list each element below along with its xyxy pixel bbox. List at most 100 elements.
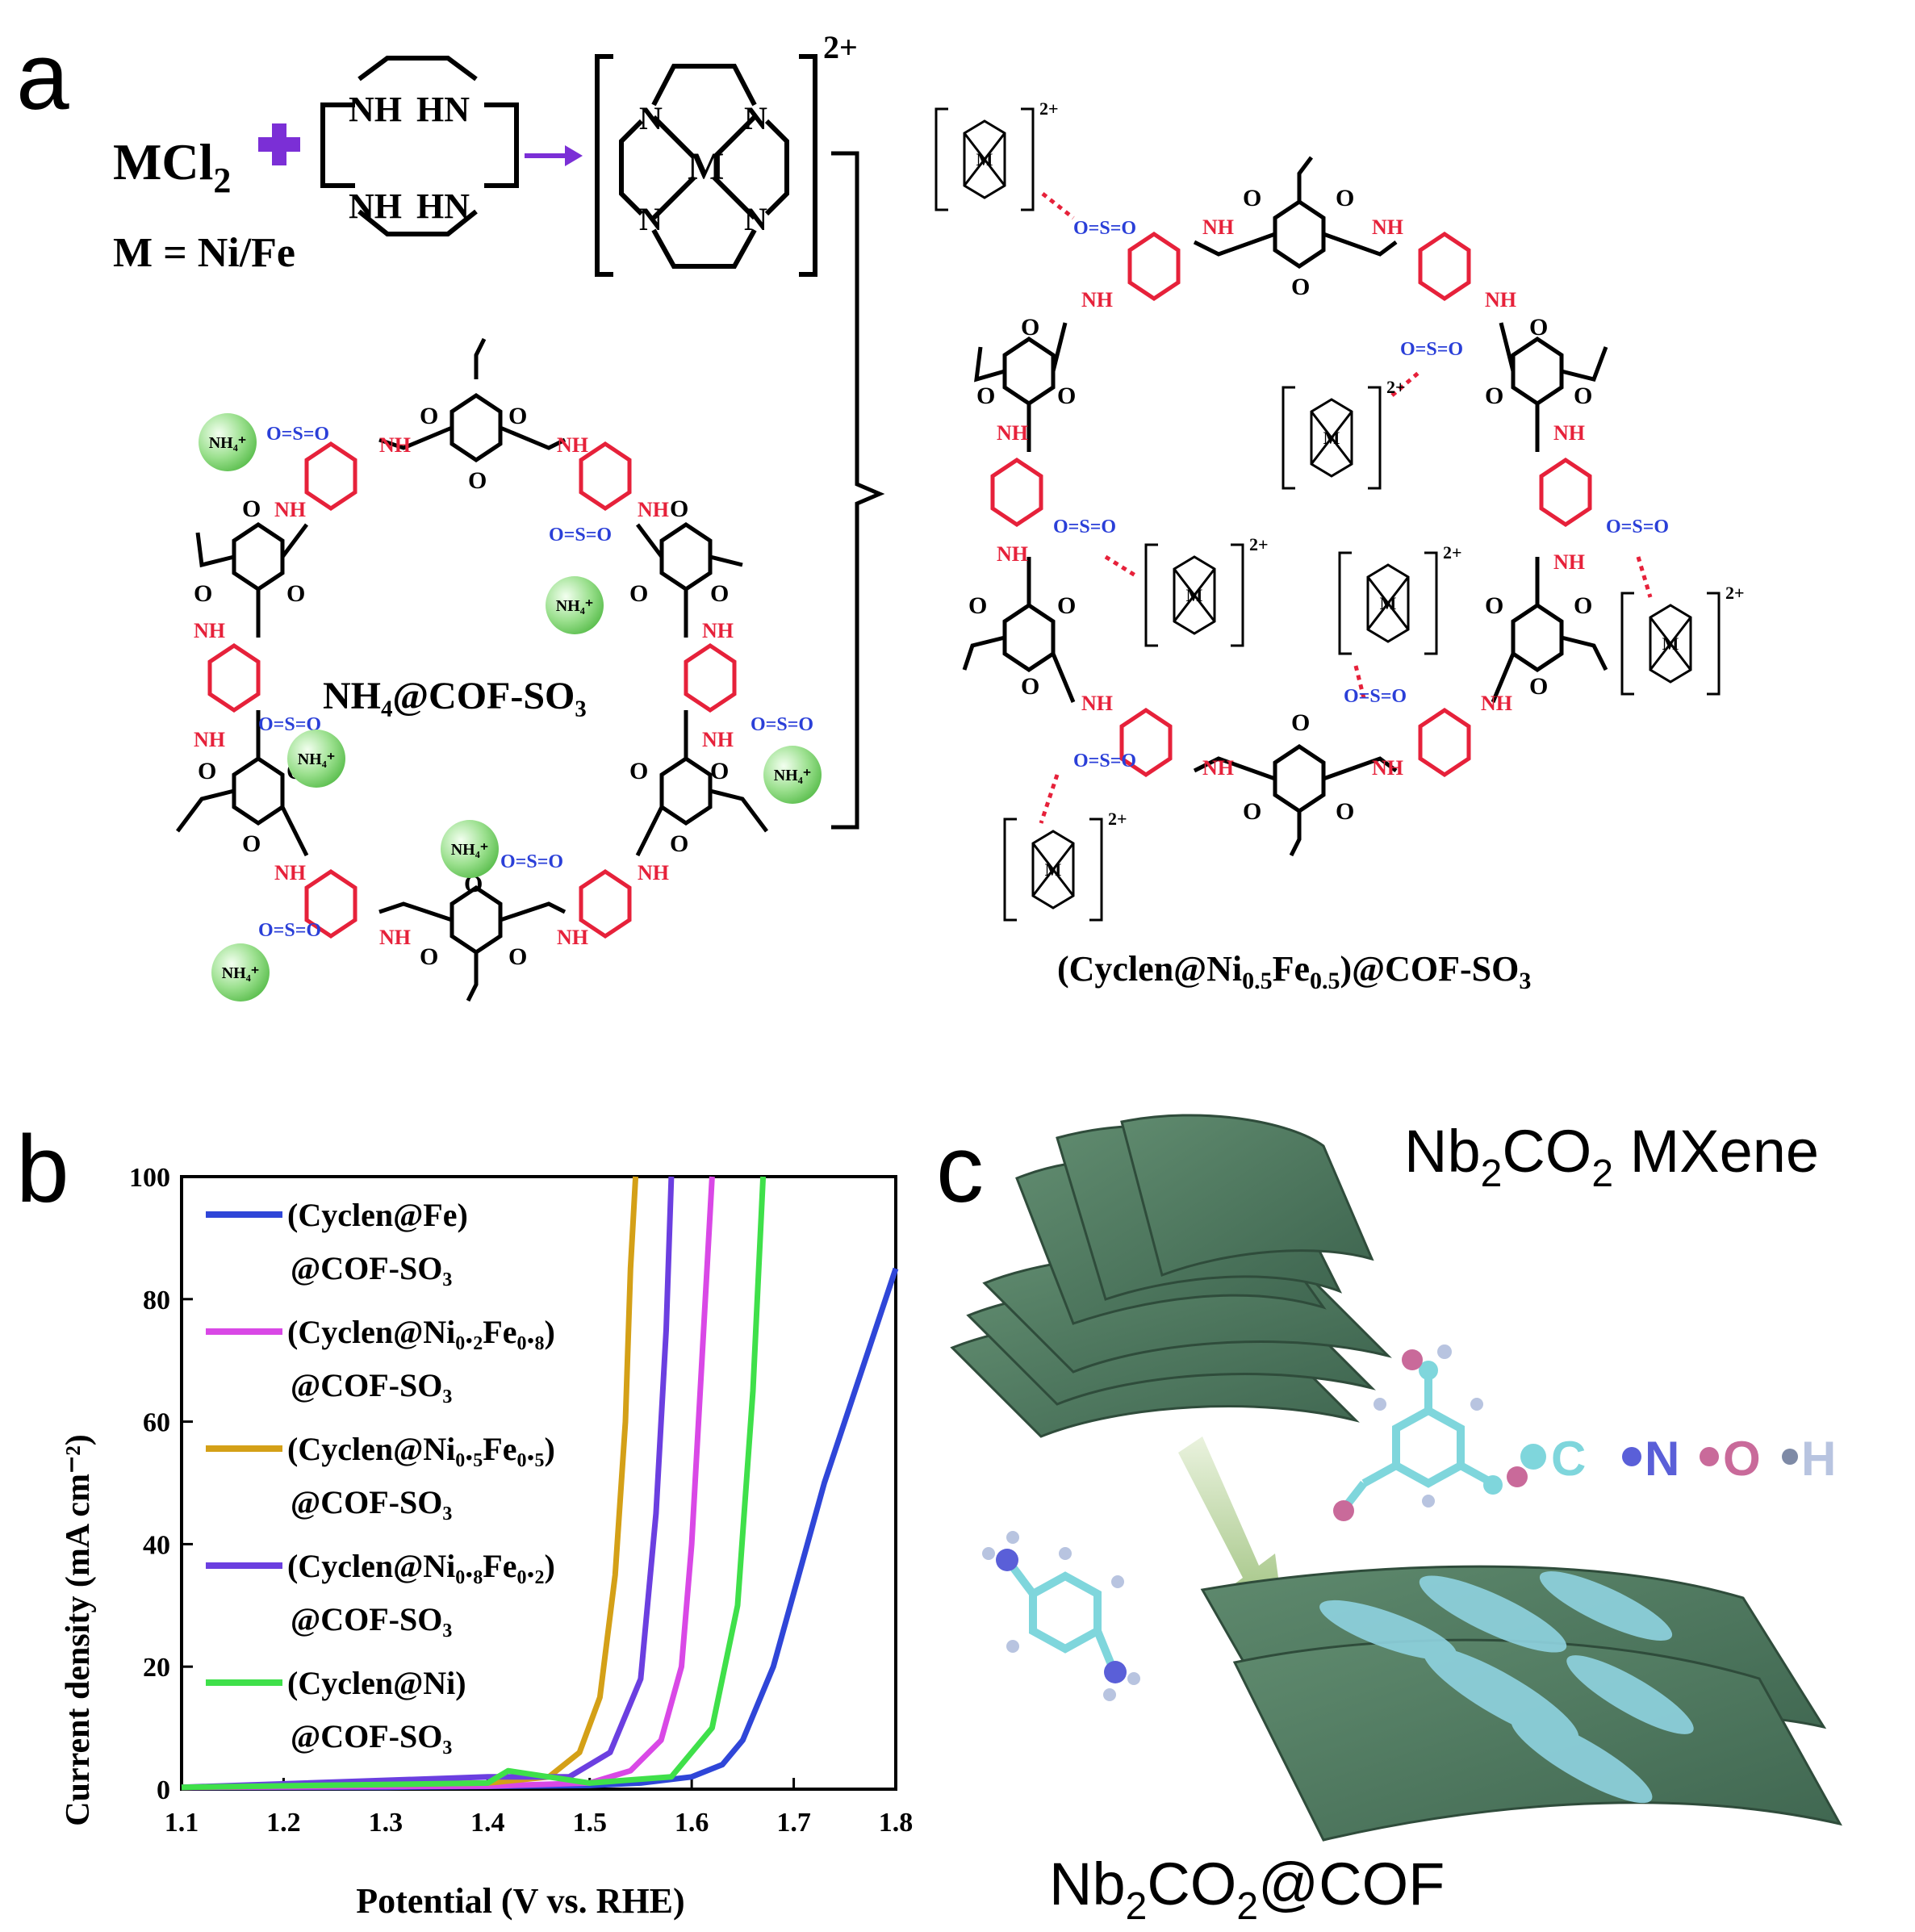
series-line-1 (181, 1176, 715, 1791)
amine-nh: NH (1553, 550, 1585, 574)
metal-complex (595, 54, 817, 277)
complex-metal: M (976, 149, 993, 169)
legend-c: C (1551, 1432, 1586, 1486)
plot-frame (180, 1175, 897, 1791)
complex-charge: 2+ (1443, 542, 1462, 562)
complex-n-3: N (639, 201, 663, 237)
amine-nh: NH (1372, 756, 1403, 780)
amine-nh: NH (702, 728, 734, 751)
aldehyde-monomer (1333, 1344, 1528, 1521)
x-axis-label: Potential (V vs. RHE) (356, 1881, 684, 1921)
nh4-label: NH₄⁺ (298, 751, 336, 768)
complex-metal: M (1323, 428, 1340, 448)
carbonyl-o: O (1574, 383, 1592, 409)
carbonyl-o: O (1529, 314, 1548, 341)
x-tick-label: 1.8 (879, 1808, 914, 1838)
chart-series (181, 1176, 899, 1791)
y-tick-label: 80 (143, 1286, 170, 1315)
metal-definition: M = Ni/Fe (113, 230, 295, 276)
complex-charge: 2+ (1039, 98, 1059, 119)
x-tick-label: 1.5 (572, 1808, 607, 1838)
curly-brace (831, 151, 885, 830)
amine-nh: NH (1553, 421, 1585, 445)
carbonyl-o: O (1021, 673, 1039, 700)
carbonyl-o: O (420, 403, 438, 429)
legend-label: (Cyclen@Ni) (287, 1665, 466, 1701)
carbonyl-o: O (1243, 185, 1261, 211)
carbonyl-o: O (1485, 383, 1503, 409)
amine-nh: NH (379, 433, 411, 457)
amine-nh: NH (1202, 756, 1234, 780)
ammonium-ions (199, 413, 822, 1002)
complex-n-4: N (744, 201, 767, 237)
complex-metal: M (1045, 859, 1062, 880)
carbonyl-o: O (286, 580, 305, 607)
right-cof-framework: O=S=O O=S=O O=S=O O=S=O O=S=O O=S=O NH N… (935, 98, 1745, 994)
amine-nh: NH (1485, 288, 1516, 312)
complex-charge: 2+ (1249, 534, 1269, 554)
carbonyl-o: O (1574, 592, 1592, 619)
carbonyl-o: O (1057, 383, 1076, 409)
carbonyl-o: O (242, 830, 261, 857)
diamine-monomer (982, 1531, 1140, 1701)
y-tick-label: 60 (143, 1408, 170, 1438)
reaction-scheme: MCl2 M = Ni/Fe NH HN NH HN (113, 29, 858, 277)
series-line-4 (181, 1176, 767, 1791)
sulfonate-group: O=S=O (500, 851, 563, 872)
y-tick-label: 0 (157, 1775, 170, 1805)
amine-nh: NH (1481, 692, 1512, 715)
amine-nh: NH (997, 421, 1028, 445)
y-tick-label: 100 (129, 1163, 170, 1193)
sulfonate-group: O=S=O (1606, 516, 1669, 537)
carbonyl-o: O (1336, 798, 1354, 825)
amine-nh: NH (379, 926, 411, 949)
x-tick-label: 1.6 (675, 1808, 709, 1838)
y-tick-label: 40 (143, 1530, 170, 1560)
amine-nh: NH (194, 728, 225, 751)
carbonyl-o: O (1291, 709, 1310, 736)
complex-charge: 2+ (1725, 583, 1745, 603)
ring-hn-1: HN (416, 90, 470, 129)
nh4-label: NH₄⁺ (774, 767, 812, 784)
carbonyl-o: O (670, 830, 688, 857)
carbonyl-o: O (1529, 673, 1548, 700)
sulfonate-group: O=S=O (751, 714, 813, 735)
panel-c-letter: c (936, 1116, 984, 1223)
left-cof-framework: O O O O O O O O O O O O O O O O O O NH N… (176, 337, 822, 1002)
carbonyl-o: O (670, 496, 688, 522)
carbonyl-o: O (1485, 592, 1503, 619)
legend-o: O (1723, 1432, 1761, 1486)
legend-n: N (1645, 1432, 1679, 1486)
composite-label: Nb2CO2@COF (1049, 1850, 1445, 1928)
right-cof-label: (Cyclen@Ni0.5Fe0.5)@COF-SO3 (1057, 949, 1531, 994)
carbonyl-o: O (508, 943, 527, 970)
carbonyl-o: O (1057, 592, 1076, 619)
amine-nh: NH (557, 926, 588, 949)
legend-label-sub: @COF-SO₃ (291, 1250, 452, 1286)
atom-legend: C N O H (1520, 1432, 1836, 1486)
complex-n-1: N (639, 100, 663, 136)
nh4-label: NH₄⁺ (451, 841, 489, 859)
amine-nh: NH (274, 498, 306, 521)
carbonyl-o: O (468, 467, 487, 494)
carbonyl-o: O (420, 943, 438, 970)
amine-nh: NH (1202, 215, 1234, 239)
legend-label: (Cyclen@Ni₀.₈Fe₀.₂) (287, 1548, 555, 1584)
y-tick-label: 20 (143, 1653, 170, 1683)
x-tick-label: 1.4 (470, 1808, 505, 1838)
mxene-cof-composite (1200, 1565, 1842, 1842)
complex-charge: 2+ (823, 29, 858, 65)
mxene-stack (950, 1114, 1392, 1438)
ring-nh-1: NH (349, 90, 402, 129)
amine-nh: NH (1081, 692, 1113, 715)
chart-legend: (Cyclen@Fe)@COF-SO₃(Cyclen@Ni₀.₂Fe₀.₈)@C… (206, 1197, 555, 1754)
complex-metal: M (1380, 593, 1397, 613)
plus-icon (258, 123, 300, 165)
carbonyl-o: O (1021, 314, 1039, 341)
cyclen-ring (320, 56, 519, 236)
carbonyl-o: O (976, 383, 995, 409)
transform-arrow (1178, 1436, 1283, 1614)
x-tick-label: 1.2 (266, 1808, 301, 1838)
amine-nh: NH (557, 433, 588, 457)
